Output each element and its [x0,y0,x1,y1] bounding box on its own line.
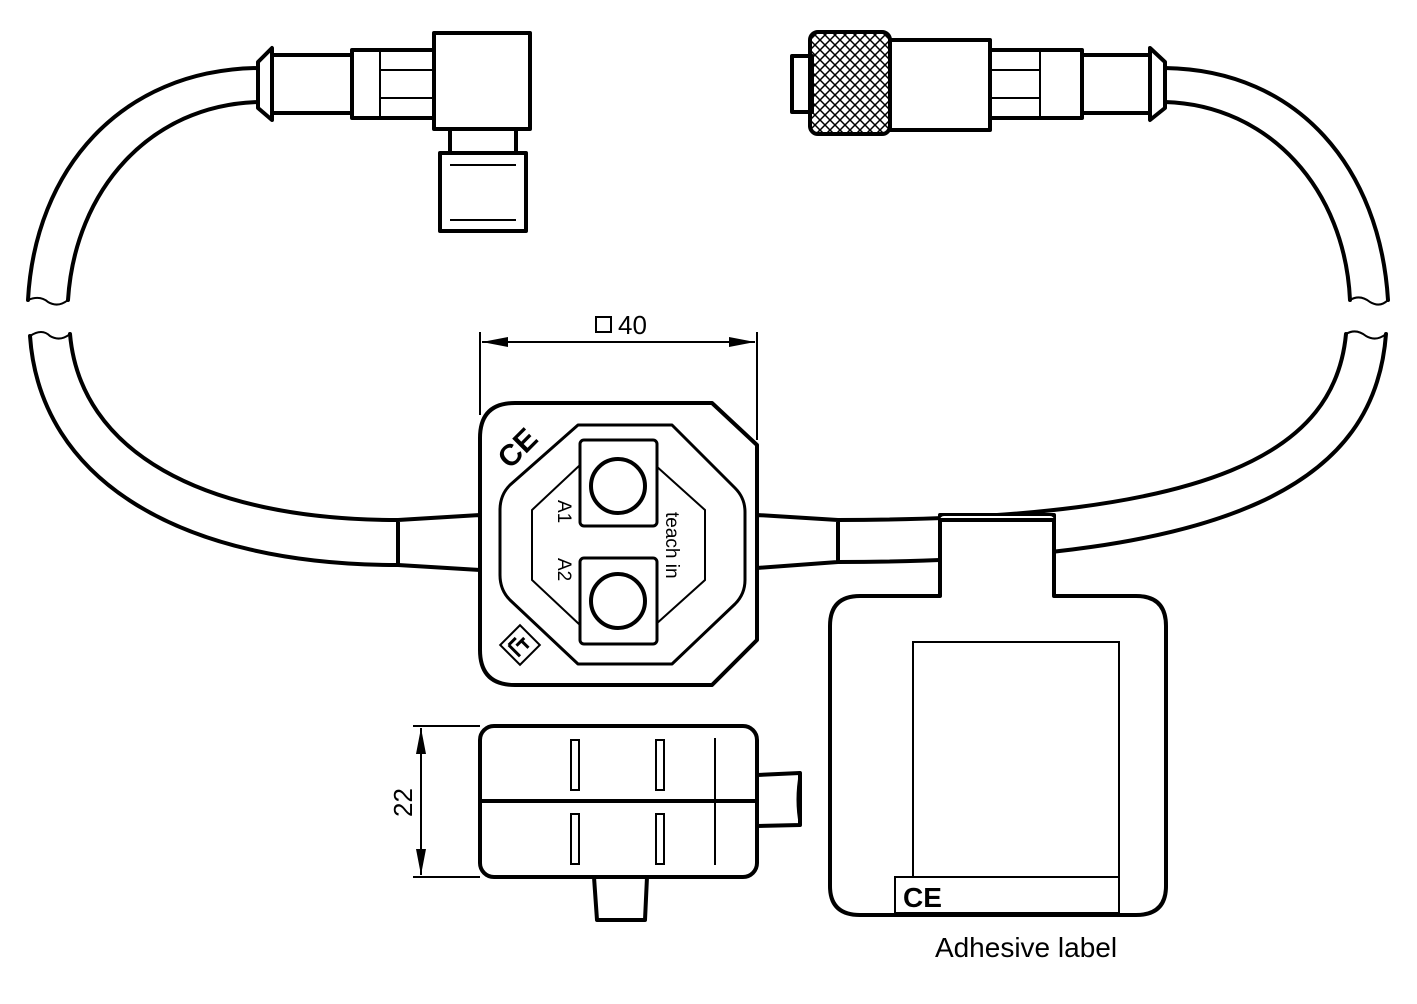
teach-in-label: teach in [661,512,682,579]
right-strain-relief [755,513,840,570]
label-a1: A1 [553,500,574,523]
adhesive-label-caption: Adhesive label [935,932,1117,963]
module-side-view [478,724,802,922]
width-dimension: 40 [479,310,758,440]
right-cable [836,66,1390,564]
left-cable [26,66,400,567]
height-dimension-value: 22 [388,788,418,817]
height-dimension: 22 [388,725,480,878]
square-symbol-icon [595,316,612,333]
module-top-view: A1 A2 teach in CE [478,401,759,687]
knurled-nut [808,30,892,136]
ce-mark: CE [903,882,942,913]
adhesive-label: CE Adhesive label [828,513,1168,963]
right-straight-connector [790,30,1167,136]
left-strain-relief [396,513,482,572]
manufacturer-logo-icon [498,623,542,667]
label-a2: A2 [553,558,574,581]
left-angled-connector [256,31,532,233]
width-dimension-value: 40 [618,310,647,340]
